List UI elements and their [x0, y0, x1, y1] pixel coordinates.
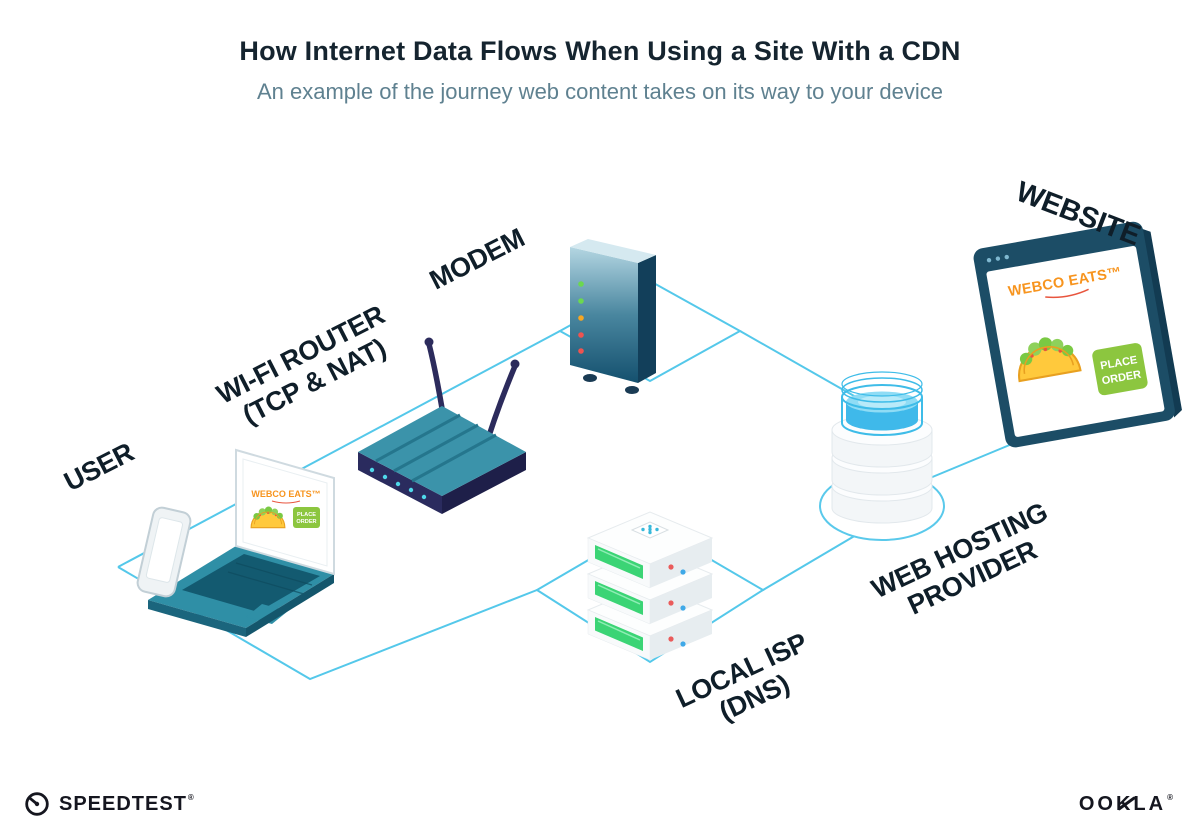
link-isp-hosting [762, 527, 869, 591]
browser-window: WEBCO EATS™ PLACE ORDER [973, 221, 1182, 448]
router-top [358, 406, 526, 496]
browser-window-dots [986, 254, 1009, 263]
ookla-trademark: ® [1167, 792, 1176, 802]
link-hosting-website [929, 443, 1013, 479]
speedtest-text: SPEEDTEST [59, 792, 187, 815]
laptop-button-line2: ORDER [296, 519, 316, 525]
footer: SPEEDTEST® OOKLA® [0, 786, 1200, 822]
speedtest-trademark: ® [187, 792, 195, 802]
db-glass-top [841, 371, 923, 436]
laptop-keyboard [182, 554, 320, 612]
laptop-screen-brand: WEBCO EATS™ [251, 489, 320, 499]
server-unit [586, 511, 714, 589]
hosting-database [819, 371, 945, 541]
page-title: How Internet Data Flows When Using a Sit… [239, 36, 961, 66]
modem-front [570, 247, 638, 383]
speedtest-logo: SPEEDTEST® [24, 791, 195, 817]
router-side-right [442, 452, 526, 514]
laptop-screen [242, 458, 328, 567]
laptop-place-order-button [293, 507, 320, 528]
router-device [358, 337, 526, 514]
ookla-logo: OOKLA® [1079, 793, 1176, 816]
infographic-header: How Internet Data Flows When Using a Sit… [0, 36, 1200, 105]
browser-place-order-button [1092, 343, 1148, 396]
ookla-wordmark: OOKLA [1079, 793, 1166, 815]
modem-leds [578, 281, 584, 354]
isp-server-stack [586, 511, 714, 661]
modem-device [570, 239, 656, 394]
router-side-left [358, 452, 442, 514]
page-subtitle: An example of the journey web content ta… [256, 79, 944, 104]
router-leds [369, 467, 427, 500]
link-user-modem [117, 330, 561, 568]
modem-top [570, 239, 656, 263]
phone-screen [145, 517, 184, 583]
speedtest-gauge-icon [25, 792, 49, 816]
laptop-button-line1: PLACE [297, 512, 316, 518]
phone-device [136, 506, 192, 598]
speedtest-wordmark: SPEEDTEST® [59, 793, 195, 816]
modem-side [638, 255, 656, 383]
laptop-device: WEBCO EATS™ PLACE ORDER [148, 448, 335, 637]
